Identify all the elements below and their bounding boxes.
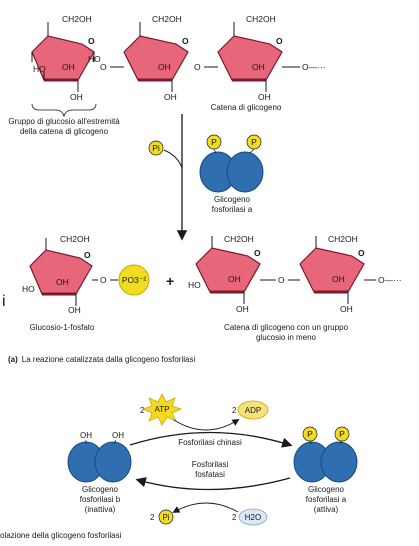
plus-sign: +	[166, 273, 174, 289]
phosphorylase-a-active-icon: P P	[293, 426, 358, 483]
svg-text:HO: HO	[22, 284, 35, 294]
ring-oxygen-label: O	[182, 36, 189, 46]
chain-continuation: O—···	[302, 62, 326, 72]
glucose-ring-2: CH2OH O OH OH	[123, 14, 189, 102]
pi-coefficient: 2	[150, 513, 155, 522]
panel-a-caption: (a)La reazione catalizzata dalla glicoge…	[8, 355, 195, 364]
glycosidic-o: O	[194, 62, 201, 72]
ch2oh-label: CH2OH	[152, 14, 182, 24]
pi-join-curve	[163, 149, 183, 169]
product1-caption: Glucosio-1-fosfato	[30, 323, 95, 332]
svg-text:O: O	[358, 248, 365, 258]
svg-text:OH: OH	[80, 431, 92, 440]
stray-char: i	[2, 293, 6, 310]
adp-label: ADP	[245, 406, 261, 415]
svg-text:CH2OH: CH2OH	[224, 234, 254, 244]
inactive-enzyme-label: (inattiva)	[85, 505, 116, 514]
svg-text:P: P	[211, 137, 217, 147]
kinase-arrow	[129, 431, 293, 448]
kinase-label: Fosforilasi chinasi	[178, 438, 242, 447]
pi-phosphate-icon	[148, 140, 164, 156]
inactive-enzyme-label: Glicogeno	[82, 485, 119, 494]
active-enzyme-label: fosforilasi a	[306, 495, 347, 504]
terminal-glucose-caption: della catena di glicogeno	[20, 127, 109, 136]
adp-coefficient: 2	[232, 406, 237, 415]
pi-phosphate-icon	[158, 509, 174, 525]
terminal-glucose-brace	[31, 103, 97, 118]
ho-label: HO	[33, 64, 46, 74]
svg-text:OH: OH	[340, 304, 353, 314]
oh-label: OH	[62, 62, 75, 72]
svg-text:CH2OH: CH2OH	[60, 234, 90, 244]
reaction-arrow-group: Pi P P Glicogeno fosforilasi a	[148, 114, 264, 241]
pi-label: Pi	[162, 513, 169, 522]
enzyme-label: fosforilasi a	[212, 205, 253, 214]
water-oval-icon	[238, 508, 268, 526]
svg-text:O: O	[254, 248, 261, 258]
oh-label: OH	[158, 62, 171, 72]
oh-label: OH	[164, 92, 177, 102]
glycogen-chain-top: CH2OH O OH HO OH HO O CH2OH O OH OH O	[8, 14, 325, 136]
atp-burst-icon	[141, 393, 183, 426]
svg-text:P: P	[339, 429, 345, 439]
adp-oval-icon	[237, 400, 269, 420]
ch2oh-label: CH2OH	[62, 14, 92, 24]
chain-caption: Catena di glicogeno	[211, 103, 282, 112]
glucose-ring-3: CH2OH O OH OH	[217, 14, 283, 102]
h2o-label: H2O	[245, 513, 261, 522]
phosphatase-label: Fosforilasi	[192, 460, 229, 469]
product2-caption: Catena di glicogeno con un gruppo	[224, 323, 349, 332]
products-row: i CH2OH O OH HO OH O PO3⁻² Glucosio-1-fo…	[2, 234, 402, 342]
phosphorylase-a-enzyme-icon: P P	[199, 134, 264, 193]
svg-text:OH: OH	[68, 305, 81, 315]
svg-text:O: O	[84, 250, 91, 260]
svg-text:HO: HO	[188, 280, 201, 290]
svg-text:OH: OH	[236, 304, 249, 314]
terminal-glucose-caption: Gruppo di glucosio all'estremità	[8, 117, 120, 126]
glucose-1-phosphate: CH2OH O OH HO OH O PO3⁻²	[22, 234, 150, 315]
oh-label: OH	[70, 92, 83, 102]
glycosidic-o: O	[100, 62, 107, 72]
panel-b-caption: olazione della glicogeno fosforilasi	[0, 531, 122, 540]
phosphatase-arrow	[135, 477, 291, 491]
glucose-ring-terminal: CH2OH O OH HO OH HO	[31, 14, 101, 102]
product2-caption: glucosio in meno	[256, 333, 317, 342]
atp-coefficient: 2	[140, 406, 145, 415]
h2o-coefficient: 2	[232, 513, 237, 522]
glycogen-chain-shorter: CH2OH O OH HO OH O CH2OH O OH OH O—···	[188, 234, 402, 314]
oh-label: OH	[258, 92, 271, 102]
oh-label: OH	[252, 62, 265, 72]
atp-adp-curve	[173, 419, 240, 431]
svg-text:OH: OH	[228, 274, 241, 284]
phosphate-circle	[118, 264, 150, 296]
atp-label: ATP	[155, 405, 170, 414]
water-pi-curve	[172, 502, 239, 513]
ho-label: HO	[88, 54, 101, 64]
svg-text:OH: OH	[112, 431, 124, 440]
svg-text:O: O	[278, 275, 285, 285]
ring-oxygen-label: O	[88, 36, 95, 46]
svg-text:CH2OH: CH2OH	[328, 234, 358, 244]
active-enzyme-label: Glicogeno	[308, 485, 345, 494]
svg-text:P: P	[251, 137, 257, 147]
ring-oxygen-label: O	[276, 36, 283, 46]
svg-text:OH: OH	[332, 274, 345, 284]
ch2oh-label: CH2OH	[246, 14, 276, 24]
regulation-cycle: 2 ATP 2 ADP Fosforilasi chinasi Fosforil…	[67, 393, 358, 526]
svg-text:O—···: O—···	[378, 275, 402, 285]
active-enzyme-label: (attiva)	[314, 505, 339, 514]
phosphatase-label: fosfatasi	[195, 470, 225, 479]
svg-text:P: P	[307, 429, 313, 439]
phosphorylase-b-enzyme-icon: OH OH	[67, 431, 132, 483]
inactive-enzyme-label: fosforilasi b	[80, 495, 121, 504]
po3-label: PO3⁻²	[122, 275, 146, 285]
enzyme-label: Glicogeno	[214, 195, 251, 204]
pi-label: Pi	[152, 143, 160, 153]
svg-text:OH: OH	[56, 277, 69, 287]
svg-text:O: O	[100, 275, 107, 285]
